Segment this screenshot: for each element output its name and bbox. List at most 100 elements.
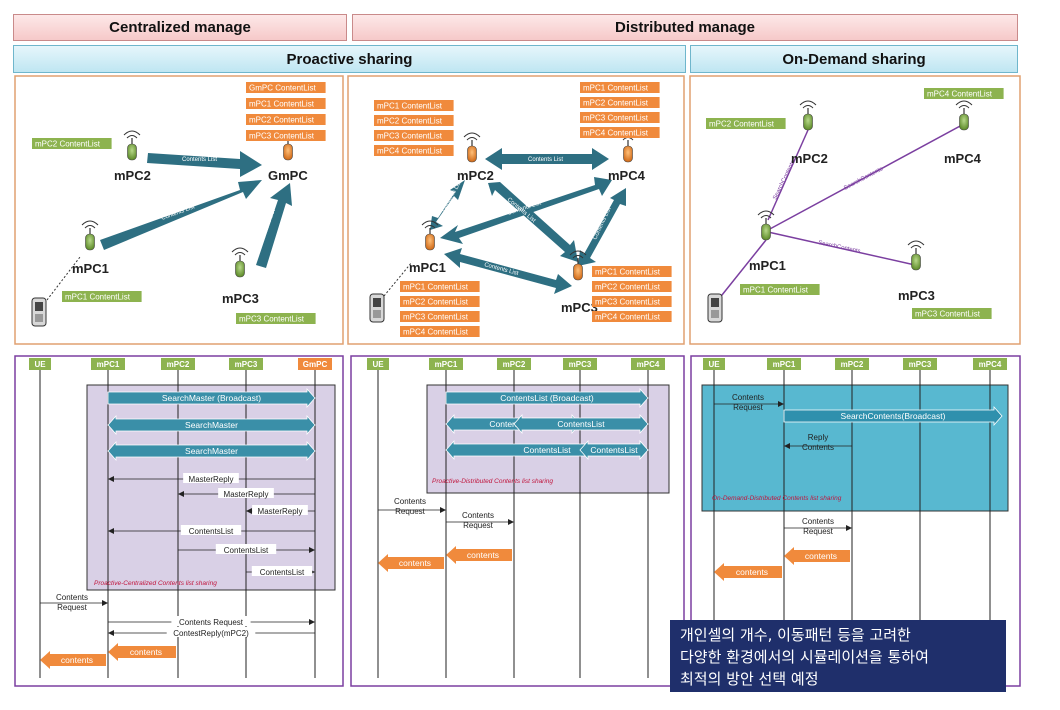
distributed-arrows	[430, 148, 626, 294]
region-proactive-centralized	[86, 384, 336, 591]
svg-text:Request: Request	[395, 507, 426, 516]
svg-text:mPC4 ContentList: mPC4 ContentList	[583, 129, 649, 138]
svg-text:mPC3 ContentList: mPC3 ContentList	[377, 132, 443, 141]
svg-text:SearchMaster (Broadcast): SearchMaster (Broadcast)	[162, 393, 261, 403]
seq-dist-contents-1: contents	[446, 546, 512, 564]
tag-central-mpc1-list: mPC1 ContentList	[62, 291, 142, 302]
svg-text:mPC2 ContentList: mPC2 ContentList	[583, 99, 649, 108]
svg-text:ContentsList (Broadcast): ContentsList (Broadcast)	[500, 393, 594, 403]
svg-text:mPC2 ContentList: mPC2 ContentList	[249, 116, 315, 125]
svg-text:mPC3 ContentList: mPC3 ContentList	[595, 298, 661, 307]
svg-text:mPC3 ContentList: mPC3 ContentList	[403, 313, 469, 322]
tag-dist-mpc3-list-0: mPC1 ContentList	[592, 266, 672, 277]
seq-dist-lifeline-label-2: mPC2	[503, 360, 526, 369]
arrow-mpc2-mpc4	[485, 148, 609, 170]
tag-dist-mpc4-list-0: mPC1 ContentList	[580, 82, 660, 93]
svg-text:Request: Request	[463, 521, 494, 530]
seq-od-lifeline-label-3: mPC3	[909, 360, 932, 369]
tower-icon-central-mpc3	[231, 247, 249, 278]
node-label-centralized-mpc1: mPC1	[72, 261, 109, 276]
tag-dist-mpc1-list-2: mPC3 ContentList	[400, 311, 480, 322]
svg-text:SearchContents(Broadcast): SearchContents(Broadcast)	[841, 411, 946, 421]
seq-central-contentslist-3-label: ContentsList	[260, 568, 305, 577]
note-line-3: 최적의 방안 선택 예정	[680, 670, 819, 688]
svg-text:mPC2 ContentList: mPC2 ContentList	[403, 298, 469, 307]
svg-text:mPC1 ContentList: mPC1 ContentList	[595, 268, 661, 277]
node-label-centralized-mpc3: mPC3	[222, 291, 259, 306]
simulation-note: 개인셀의 개수, 이동패턴 등을 고려한 다양한 환경에서의 시뮬레이션을 통하…	[670, 620, 1006, 692]
tag-dist-mpc3-list-2: mPC3 ContentList	[592, 296, 672, 307]
seq-od-broadcast: SearchContents(Broadcast)	[783, 405, 1003, 427]
phone-icon-dist-ue	[369, 293, 385, 323]
seq-od-region-label: On-Demand-Distributed Contents list shar…	[712, 495, 842, 502]
node-label-ondemand-mpc3: mPC3	[898, 288, 935, 303]
svg-text:mPC2 ContentList: mPC2 ContentList	[709, 120, 775, 129]
tag-central-gmpc-list-2: mPC2 ContentList	[246, 114, 326, 125]
svg-text:mPC4 ContentList: mPC4 ContentList	[403, 328, 469, 337]
svg-text:ContentsList: ContentsList	[590, 445, 638, 455]
svg-text:Request: Request	[57, 603, 88, 612]
svg-text:mPC4 ContentList: mPC4 ContentList	[927, 90, 993, 99]
tag-central-gmpc-list-3: mPC3 ContentList	[246, 130, 326, 141]
arrow-mpc2-mpc3	[488, 182, 578, 262]
seq-dist-lifeline-label-4: mPC4	[637, 360, 660, 369]
seq-central-searchmaster-2: SearchMaster	[107, 440, 316, 462]
tag-dist-mpc4-list-3: mPC4 ContentList	[580, 127, 660, 138]
svg-text:ContentsList: ContentsList	[557, 419, 605, 429]
svg-text:mPC2 ContentList: mPC2 ContentList	[377, 117, 443, 126]
link-mpc1-mpc2	[767, 129, 809, 221]
central-ue-link	[46, 256, 81, 301]
node-label-distributed-mpc2: mPC2	[457, 168, 494, 183]
header-centralized: Centralized manage	[13, 14, 347, 41]
seq-dist-contents-2: contents	[378, 554, 444, 572]
tower-icon-central-mpc1	[81, 220, 99, 251]
arrow-mpc2-mpc1	[430, 180, 465, 230]
tag-dist-mpc3-list-1: mPC2 ContentList	[592, 281, 672, 292]
seq-central-masterreply-1-label: MasterReply	[189, 475, 234, 484]
seq-dist-lifeline-label-0: UE	[372, 360, 384, 369]
seq-central-lifeline-label-1: mPC1	[97, 360, 120, 369]
header-proactive: Proactive sharing	[13, 45, 686, 73]
svg-text:contents: contents	[736, 567, 768, 577]
svg-text:mPC1 ContentList: mPC1 ContentList	[377, 102, 443, 111]
node-label-ondemand-mpc2: mPC2	[791, 151, 828, 166]
svg-text:ContentsList: ContentsList	[489, 419, 537, 429]
phone-icon-central-ue	[31, 297, 47, 327]
node-label-centralized-gmpc: GmPC	[268, 168, 308, 183]
svg-text:Contents: Contents	[56, 593, 88, 602]
svg-text:mPC3 ContentList: mPC3 ContentList	[249, 132, 315, 141]
header-distributed: Distributed manage	[352, 14, 1018, 41]
svg-text:ContentsList: ContentsList	[523, 445, 571, 455]
seq-central-lifeline-label-4: GmPC	[303, 360, 328, 369]
node-label-distributed-mpc4: mPC4	[608, 168, 646, 183]
svg-text:mPC1 ContentList: mPC1 ContentList	[403, 283, 469, 292]
svg-text:mPC2 ContentList: mPC2 ContentList	[595, 283, 661, 292]
seq-central-lifeline-label-3: mPC3	[235, 360, 258, 369]
tag-dist-mpc1-list-3: mPC4 ContentList	[400, 326, 480, 337]
svg-text:mPC3 ContentList: mPC3 ContentList	[583, 114, 649, 123]
svg-text:SearchMaster: SearchMaster	[185, 420, 238, 430]
arrow-mpc1-mpc3	[444, 248, 572, 294]
ondemand-links	[717, 124, 963, 301]
seq-od-contents-2: contents	[714, 563, 782, 581]
seq-od-lifeline-label-4: mPC4	[979, 360, 1002, 369]
tag-dist-mpc1-list-1: mPC2 ContentList	[400, 296, 480, 307]
svg-text:mPC4 ContentList: mPC4 ContentList	[595, 313, 661, 322]
seq-dist-broadcast: ContentsList (Broadcast)	[445, 387, 649, 409]
central-arrows	[100, 151, 292, 268]
arrow-mpc3-gmpc	[256, 183, 292, 268]
seq-dist-lifeline-label-3: mPC3	[569, 360, 592, 369]
panel-ondemand-topology	[689, 75, 1021, 345]
svg-text:contents: contents	[61, 655, 93, 665]
tag-dist-mpc4-list-2: mPC3 ContentList	[580, 112, 660, 123]
tag-central-mpc3-list: mPC3 ContentList	[236, 313, 316, 324]
seq-dist-contentslist-2: ContentsList	[513, 413, 649, 435]
link-ue-mpc1	[717, 239, 767, 301]
tower-icon-od-mpc3	[907, 240, 925, 271]
seq-dist-region-label: Proactive-Distributed Contents list shar…	[432, 478, 553, 485]
seq-od-lifeline-label-0: UE	[708, 360, 720, 369]
seq-central-region-label: Proactive-Centralized Contents list shar…	[94, 580, 217, 587]
